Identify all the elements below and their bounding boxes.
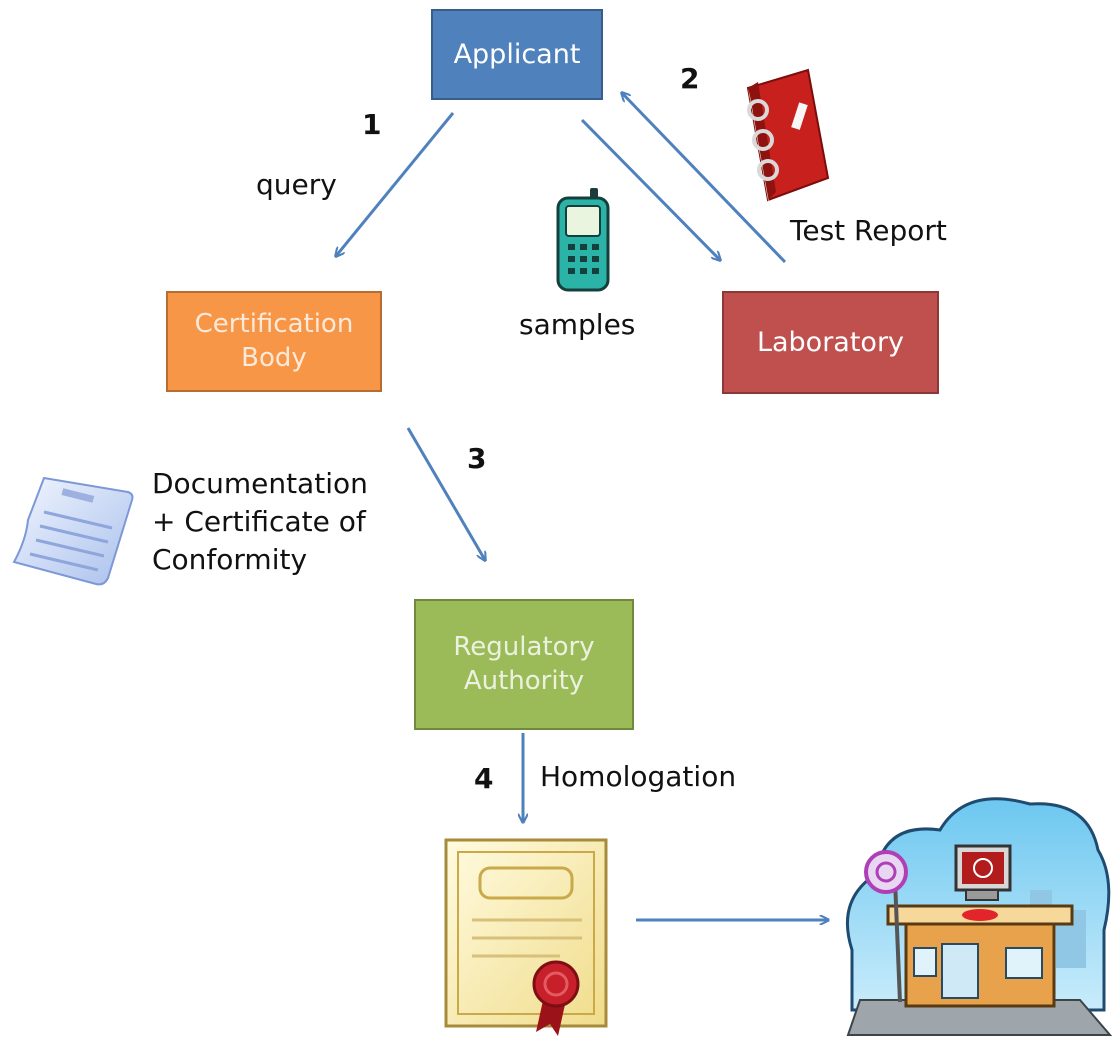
documentation-label: Documentation + Certificate of Conformit… [152, 465, 368, 579]
samples-label: samples [519, 308, 636, 341]
regulatory-authority-label-line1: Regulatory [453, 631, 595, 662]
test-report-label: Test Report [790, 214, 947, 247]
report-book-icon [746, 68, 830, 208]
mobile-phone-icon [556, 188, 610, 292]
certificate-icon [444, 838, 608, 1036]
arrow-test-report [622, 93, 787, 264]
document-icon [12, 476, 134, 586]
certification-body-label-line1: Certification [194, 308, 354, 339]
step-1-number: 1 [362, 108, 382, 141]
certification-body-label-line2: Body [241, 342, 307, 373]
documentation-line2: + Certificate of [152, 505, 366, 538]
query-label: query [256, 168, 337, 201]
step-3-number: 3 [467, 442, 487, 475]
step-4-number: 4 [474, 762, 494, 795]
step-2-number: 2 [680, 62, 700, 95]
applicant-label: Applicant [453, 38, 581, 70]
regulatory-authority-node: Regulatory Authority [414, 599, 634, 730]
regulatory-authority-label-line2: Authority [463, 665, 585, 696]
arrow-documentation [406, 427, 485, 560]
homologation-label: Homologation [540, 760, 737, 793]
store-icon [845, 797, 1113, 1036]
documentation-line1: Documentation [152, 467, 368, 500]
documentation-line3: Conformity [152, 543, 308, 576]
applicant-node: Applicant [431, 9, 603, 100]
arrow-query [336, 112, 455, 256]
certification-body-node: Certification Body [166, 291, 382, 392]
laboratory-node: Laboratory [722, 291, 939, 394]
arrow-samples [580, 118, 720, 260]
arrows [336, 93, 828, 920]
laboratory-label: Laboratory [756, 326, 905, 358]
